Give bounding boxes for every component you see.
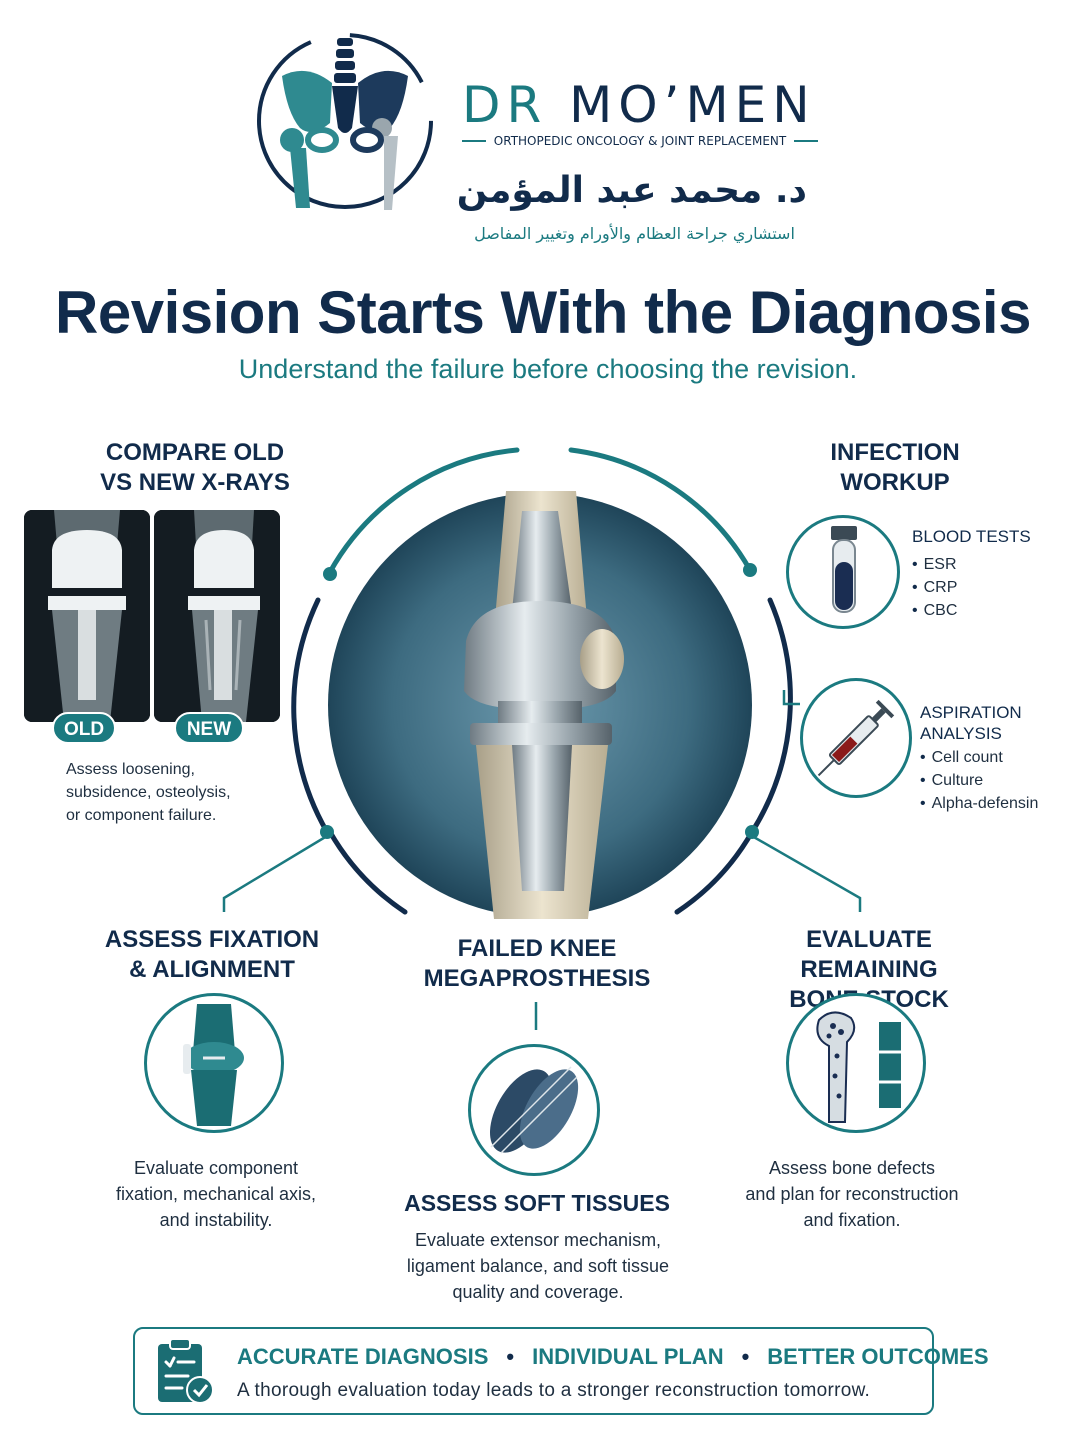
aspiration-block: ASPIRATION ANALYSIS Cell count Culture A…: [920, 702, 1080, 815]
syringe-icon: [800, 678, 912, 798]
brand-name: DR MO’MEN: [462, 76, 816, 134]
xray-old-badge: OLD: [52, 712, 116, 744]
brand-tagline: ORTHOPEDIC ONCOLOGY & JOINT REPLACEMENT: [462, 134, 818, 148]
fixation-text-line3: and instability.: [159, 1210, 273, 1230]
footer-headline: ACCURATE DIAGNOSIS • INDIVIDUAL PLAN • B…: [237, 1344, 989, 1370]
xray-note: Assess loosening, subsidence, osteolysis…: [66, 758, 296, 827]
footer-item: BETTER OUTCOMES: [767, 1344, 989, 1369]
xray-new-image: [154, 510, 280, 722]
xray-old: [24, 510, 150, 722]
muscle-fiber-icon: [468, 1044, 600, 1176]
fixation-text: Evaluate component fixation, mechanical …: [98, 1155, 334, 1233]
bone-stock-heading-line1: EVALUATE REMAINING: [800, 926, 938, 983]
soft-tissue-text-line2: ligament balance, and soft tissue: [406, 1256, 670, 1276]
blood-test-item: CBC: [912, 599, 1072, 622]
center-heading-line1: FAILED KNEE: [457, 935, 617, 962]
arabic-subtitle: استشاري جراحة العظام والأورام وتغيير الم…: [474, 224, 795, 243]
xray-heading: COMPARE OLD VS NEW X-RAYS: [60, 438, 330, 498]
brand-name-main: MO’MEN: [569, 76, 816, 134]
aspiration-title-line1: ASPIRATION: [920, 703, 1022, 722]
page-title: Revision Starts With the Diagnosis: [55, 279, 1031, 346]
infection-heading-line1: INFECTION: [830, 439, 960, 466]
blood-test-item: ESR: [912, 553, 1072, 576]
bone-section-icon: [786, 993, 926, 1133]
infection-heading-line2: WORKUP: [840, 469, 950, 496]
footer-item: INDIVIDUAL PLAN: [532, 1344, 724, 1369]
aspiration-item: Cell count: [920, 746, 1080, 769]
footer-separator: •: [506, 1344, 515, 1369]
arabic-name: د. محمد عبد المؤمن: [456, 170, 807, 211]
fixation-heading-line1: ASSESS FIXATION: [104, 926, 320, 953]
xray-heading-line2: VS NEW X-RAYS: [100, 469, 290, 496]
bone-stock-text-line1: Assess bone defects: [768, 1158, 936, 1178]
fixation-text-line1: Evaluate component: [133, 1158, 299, 1178]
knee-joint-icon: [144, 993, 284, 1133]
soft-tissue-text-line3: quality and coverage.: [452, 1282, 624, 1302]
soft-tissue-text-line1: Evaluate extensor mechanism,: [414, 1230, 662, 1250]
fixation-heading: ASSESS FIXATION & ALIGNMENT: [84, 925, 340, 985]
brand-tagline-text: ORTHOPEDIC ONCOLOGY & JOINT REPLACEMENT: [493, 134, 787, 148]
center-heading: FAILED KNEE MEGAPROSTHESIS: [396, 934, 678, 994]
xray-note-line3: or component failure.: [66, 807, 217, 824]
fixation-heading-line2: & ALIGNMENT: [129, 956, 295, 983]
bone-stock-text-line2: and plan for reconstruction: [745, 1184, 959, 1204]
blood-tests-title: BLOOD TESTS: [912, 527, 1031, 546]
blood-tests-block: BLOOD TESTS ESR CRP CBC: [912, 526, 1072, 622]
brand-name-prefix: DR: [462, 76, 548, 134]
xray-note-line1: Assess loosening,: [66, 761, 195, 778]
aspiration-item: Alpha-defensin: [920, 792, 1080, 815]
footer-banner: [133, 1327, 934, 1415]
aspiration-title-line2: ANALYSIS: [920, 724, 1002, 743]
clipboard-check-icon: [158, 1338, 214, 1404]
soft-tissue-text: Evaluate extensor mechanism, ligament ba…: [380, 1227, 696, 1305]
footer-text: A thorough evaluation today leads to a s…: [237, 1380, 871, 1401]
blood-test-item: CRP: [912, 576, 1072, 599]
xray-new-badge: NEW: [174, 712, 244, 744]
footer-separator: •: [741, 1344, 750, 1369]
xray-heading-line1: COMPARE OLD: [105, 439, 285, 466]
footer-item: ACCURATE DIAGNOSIS: [237, 1344, 489, 1369]
xray-note-line2: subsidence, osteolysis,: [66, 784, 231, 801]
xray-new: [154, 510, 280, 722]
page-subtitle: Understand the failure before choosing t…: [238, 354, 858, 384]
fixation-text-line2: fixation, mechanical axis,: [115, 1184, 317, 1204]
xray-old-image: [24, 510, 150, 722]
center-heading-line2: MEGAPROSTHESIS: [423, 965, 651, 992]
aspiration-item: Culture: [920, 769, 1080, 792]
pelvis-spine-hip-prosthesis-icon: [257, 33, 433, 210]
bone-stock-text: Assess bone defects and plan for reconst…: [722, 1155, 982, 1233]
knee-megaprosthesis-illustration: [328, 491, 752, 919]
infection-heading: INFECTION WORKUP: [790, 438, 1000, 498]
blood-tube-icon: [786, 515, 900, 629]
bone-stock-text-line3: and fixation.: [803, 1210, 901, 1230]
soft-tissue-heading: ASSESS SOFT TISSUES: [404, 1190, 670, 1216]
